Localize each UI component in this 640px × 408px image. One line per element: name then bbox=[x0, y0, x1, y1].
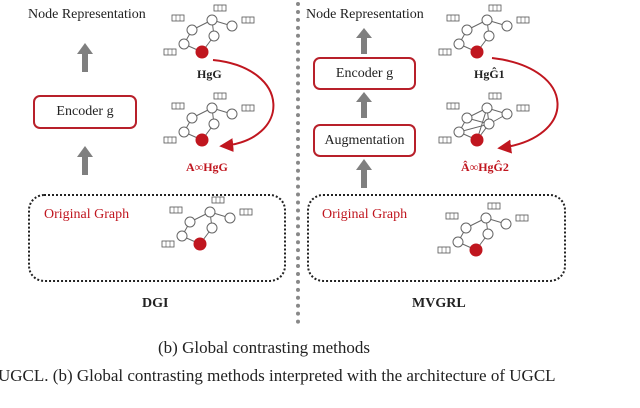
dgi-mid-graph-feature-icon bbox=[171, 102, 185, 110]
mvgrl-mid-graph-feature-icon bbox=[446, 102, 460, 110]
mvgrl-mid-graph-feature-icon bbox=[488, 92, 502, 100]
dgi-arrow-bottom bbox=[77, 146, 93, 175]
dgi-mid-graph-feature-icon bbox=[241, 104, 255, 112]
mvgrl-original-graph-node bbox=[480, 212, 492, 224]
mvgrl-mid-graph-node bbox=[461, 112, 473, 124]
dgi-original-graph-node bbox=[204, 206, 216, 218]
mvgrl-mid-graph-feature-icon bbox=[438, 136, 452, 144]
mvgrl-original-graph-label: Original Graph bbox=[322, 207, 408, 222]
dgi-top-graph-feature-icon bbox=[241, 16, 255, 24]
dgi-original-graph-box bbox=[28, 194, 286, 282]
dgi-mid-graph-feature-icon bbox=[213, 92, 227, 100]
mvgrl-original-graph-target-node bbox=[469, 243, 483, 257]
dgi-mid-graph-node bbox=[226, 108, 238, 120]
mvgrl-top-graph-feature-icon bbox=[488, 4, 502, 12]
mvgrl-top-graph-node bbox=[483, 30, 495, 42]
dgi-formula-bottom: A∞HgG bbox=[186, 160, 228, 174]
mvgrl-encoder-box: Encoder g bbox=[313, 57, 416, 90]
mvgrl-mid-graph-node bbox=[483, 118, 495, 130]
mvgrl-mid-graph-node bbox=[501, 108, 513, 120]
dgi-original-graph-feature-icon bbox=[211, 196, 225, 204]
panel-divider bbox=[296, 2, 300, 324]
dgi-mid-graph-node bbox=[178, 126, 190, 138]
mvgrl-original-graph-node bbox=[482, 228, 494, 240]
dgi-original-graph-feature-icon bbox=[239, 208, 253, 216]
mvgrl-top-graph-feature-icon bbox=[446, 14, 460, 22]
mvgrl-mid-graph-target-node bbox=[470, 133, 484, 147]
mvgrl-top-graph-feature-icon bbox=[516, 16, 530, 24]
dgi-mid-graph-node bbox=[186, 112, 198, 124]
dgi-top-graph-feature-icon bbox=[171, 14, 185, 22]
dgi-top-graph-node bbox=[206, 14, 218, 26]
dgi-top-graph-target-node bbox=[195, 45, 209, 59]
mvgrl-original-graph-node bbox=[500, 218, 512, 230]
mvgrl-original-graph-feature-icon bbox=[445, 212, 459, 220]
mvgrl-top-graph-feature-icon bbox=[438, 48, 452, 56]
dgi-original-graph-node bbox=[224, 212, 236, 224]
dgi-original-graph-target-node bbox=[193, 237, 207, 251]
dgi-node-representation-label: Node Representation bbox=[28, 7, 146, 22]
mvgrl-original-graph-feature-icon bbox=[437, 246, 451, 254]
dgi-mid-graph-feature-icon bbox=[163, 136, 177, 144]
mvgrl-original-graph-node bbox=[460, 222, 472, 234]
mvgrl-mid-graph-feature-icon bbox=[516, 104, 530, 112]
dgi-original-graph-node bbox=[206, 222, 218, 234]
mvgrl-augmentation-box: Augmentation bbox=[313, 124, 416, 157]
mvgrl-original-graph-feature-icon bbox=[487, 202, 501, 210]
mvgrl-top-graph-node bbox=[461, 24, 473, 36]
mvgrl-arrow-top bbox=[356, 28, 372, 54]
mvgrl-arrow-bottom bbox=[356, 159, 372, 188]
mvgrl-original-graph-box bbox=[307, 194, 566, 282]
mvgrl-node-representation-label: Node Representation bbox=[306, 7, 424, 22]
dgi-panel-label: DGI bbox=[142, 296, 169, 311]
dgi-original-graph-label: Original Graph bbox=[44, 207, 130, 222]
mvgrl-contrast-arrow bbox=[491, 57, 559, 154]
dgi-original-graph-node bbox=[184, 216, 196, 228]
dgi-mid-graph-node bbox=[208, 118, 220, 130]
dgi-original-graph-feature-icon bbox=[169, 206, 183, 214]
mvgrl-top-graph-node bbox=[481, 14, 493, 26]
mvgrl-mid-graph-node bbox=[481, 102, 493, 114]
dgi-top-graph-node bbox=[178, 38, 190, 50]
mvgrl-top-graph-node bbox=[501, 20, 513, 32]
mvgrl-formula-top: HgĜ1 bbox=[474, 67, 505, 81]
dgi-mid-graph-node bbox=[206, 102, 218, 114]
dgi-contrast-arrow bbox=[212, 59, 275, 153]
dgi-top-graph-node bbox=[208, 30, 220, 42]
mvgrl-original-graph-node bbox=[452, 236, 464, 248]
dgi-original-graph-feature-icon bbox=[161, 240, 175, 248]
mvgrl-top-graph-target-node bbox=[470, 45, 484, 59]
mvgrl-original-graph-feature-icon bbox=[515, 214, 529, 222]
dgi-original-graph-node bbox=[176, 230, 188, 242]
dgi-top-graph-feature-icon bbox=[213, 4, 227, 12]
mvgrl-formula-bottom: Â∞HgĜ2 bbox=[461, 160, 509, 174]
mvgrl-mid-graph-node bbox=[453, 126, 465, 138]
dgi-top-graph-node bbox=[226, 20, 238, 32]
mvgrl-panel-label: MVGRL bbox=[412, 296, 466, 311]
mvgrl-arrow-middle bbox=[356, 92, 372, 118]
dgi-top-graph-feature-icon bbox=[163, 48, 177, 56]
subcaption: (b) Global contrasting methods bbox=[158, 338, 370, 357]
dgi-top-graph-node bbox=[186, 24, 198, 36]
dgi-mid-graph-target-node bbox=[195, 133, 209, 147]
mvgrl-top-graph-node bbox=[453, 38, 465, 50]
dgi-arrow-top bbox=[77, 43, 93, 72]
dgi-encoder-box: Encoder g bbox=[33, 95, 137, 129]
dgi-formula-top: HgG bbox=[197, 67, 222, 81]
figure-caption-line: UGCL. (b) Global contrasting methods int… bbox=[0, 366, 556, 385]
